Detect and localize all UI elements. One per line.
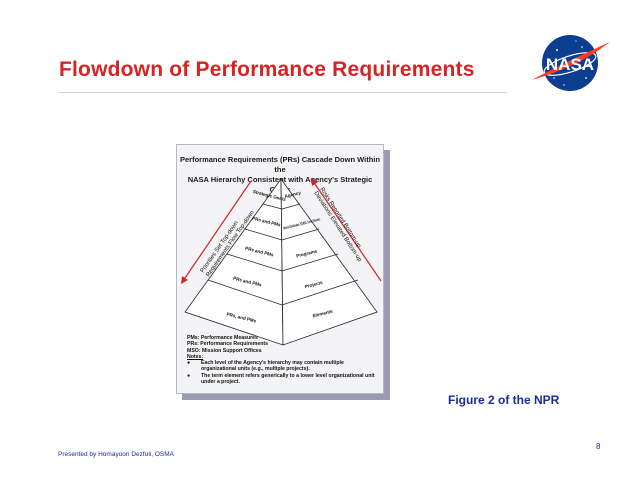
bullet-icon: ●: [187, 372, 191, 379]
right-label-tier-3: Programs: [296, 248, 318, 258]
left-label-tier-4: PRs and PMs: [233, 276, 263, 288]
nasa-logo: NASA: [532, 35, 610, 91]
figure-caption: Figure 2 of the NPR: [448, 393, 560, 407]
right-label-tier-1: Agency: [284, 190, 302, 199]
logo-text: NASA: [546, 55, 594, 74]
left-label-tier-3: PRs and PMs: [245, 246, 275, 258]
pyramid-diagram: Priorities Set Top-down Requirements Flo…: [180, 177, 382, 346]
notes-label: Notes:: [187, 353, 204, 360]
note-text-1: Each level of the Agency's hierarchy may…: [201, 360, 344, 373]
right-upward-arrow: [310, 178, 382, 282]
tier-line-2: [244, 228, 320, 241]
title-divider: [59, 92, 507, 93]
tier-line-1: [262, 203, 301, 210]
figure-heading-line-1: Performance Requirements (PRs) Cascade D…: [180, 155, 380, 174]
pyramid-left-face: [184, 177, 284, 346]
right-label-tier-5: Elements: [312, 309, 333, 319]
slide-title: Flowdown of Performance Requirements: [59, 58, 475, 81]
figure-notes: PMs: Performance Measures PRs: Performan…: [187, 335, 379, 385]
right-label-tier-4: Projects: [304, 280, 323, 289]
note-text-2: The term element refers generically to a…: [201, 372, 375, 386]
figure-panel: Performance Requirements (PRs) Cascade D…: [176, 144, 384, 394]
bullet-icon: ●: [187, 360, 191, 367]
left-downward-arrow: [180, 180, 252, 284]
abbreviation-pms: PMs: Performance Measures: [187, 335, 258, 341]
note-item: ● Each level of the Agency's hierarchy m…: [187, 360, 379, 373]
left-label-tier-2: PRs and PMs: [252, 216, 282, 228]
presenter-footer: Presented by Homayoon Dezfuli, OSMA: [58, 451, 174, 458]
page-number: 8: [596, 442, 601, 451]
tier-line-4: [207, 279, 359, 306]
tier-line-3: [226, 253, 339, 272]
pyramid-right-face: [280, 177, 378, 346]
abbreviation-prs: PRs: Performance Requirements: [187, 341, 269, 348]
abbreviation-mso: MSO: Mission Support Offices: [187, 347, 262, 354]
note-item: ● The term element refers generically to…: [187, 373, 379, 386]
